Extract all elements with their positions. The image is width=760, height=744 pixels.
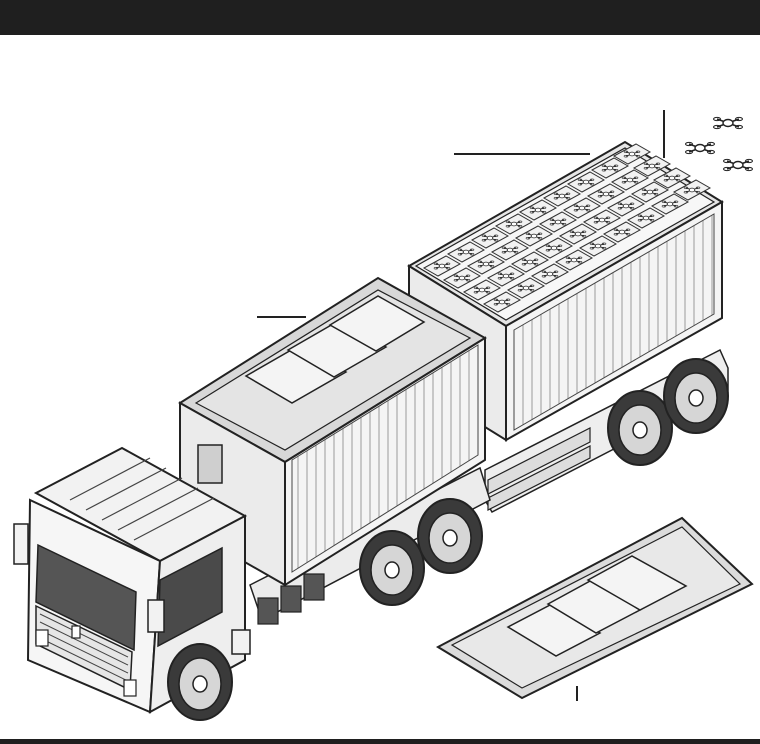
middle-wheel xyxy=(417,498,483,574)
solar-panel xyxy=(506,603,602,657)
right-mirror xyxy=(147,599,165,633)
windshield xyxy=(35,543,137,652)
footer-bar xyxy=(0,739,760,744)
logo-badge xyxy=(71,625,81,639)
deployed-solar-mat xyxy=(435,516,754,700)
solar-container xyxy=(178,276,487,587)
middle-wheel xyxy=(359,530,425,606)
rear-wheel xyxy=(607,390,673,466)
solar-panel xyxy=(586,555,688,611)
header-bar xyxy=(0,0,760,35)
drone-icon xyxy=(722,158,754,172)
front-wheel xyxy=(167,643,233,721)
rear-wheel xyxy=(663,358,729,434)
left-mirror xyxy=(13,523,29,565)
solar-panel xyxy=(328,295,426,352)
headlight xyxy=(35,629,49,647)
headlight xyxy=(123,679,137,697)
drone-icon xyxy=(712,116,744,130)
drone-icon xyxy=(684,141,716,155)
